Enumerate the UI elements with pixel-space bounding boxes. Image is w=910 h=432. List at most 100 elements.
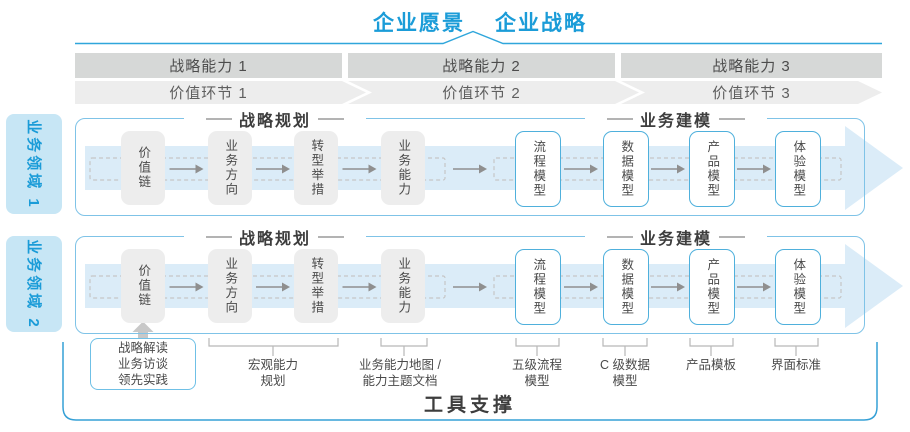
process-box: 转型举措 [294, 131, 338, 205]
page-title: 企业愿景 企业战略 [250, 7, 710, 37]
process-box-label: 体验模型 [791, 258, 806, 316]
bracket-connector [515, 338, 560, 356]
flow-arrow-head [763, 164, 771, 174]
domain-label-text: 业务领域 1 [24, 118, 42, 210]
process-box: 产品模型 [689, 131, 735, 207]
process-box-label: 业务能力 [396, 257, 411, 315]
flow-arrow-head [479, 164, 487, 174]
up-arrow-icon [132, 321, 154, 341]
tool-support-container [62, 342, 878, 421]
flow-arrow-head [368, 164, 377, 174]
bracket-connector [689, 338, 734, 356]
deliverable-label: 宏观能力 规划 [247, 358, 298, 389]
process-box-label: 数据模型 [619, 258, 634, 316]
process-box-label: 流程模型 [531, 140, 546, 198]
deliverable-label: 五级流程 模型 [511, 358, 562, 389]
dashed-zone-modeling [493, 275, 842, 299]
process-box: 产品模型 [689, 249, 735, 325]
process-box-label: 价值链 [136, 146, 151, 190]
tool-support-label: 工具支撑 [423, 395, 516, 416]
process-box: 业务方向 [208, 131, 252, 205]
header-dash [606, 236, 633, 238]
process-box-label: 产品模型 [705, 258, 720, 316]
modeling-section-header: 业务建模 [585, 108, 767, 130]
modeling-section-header: 业务建模 [585, 226, 767, 248]
header-dash [318, 236, 344, 238]
flow-arrow-head [282, 164, 290, 174]
process-box: 数据模型 [603, 131, 649, 207]
process-box: 体验模型 [775, 131, 821, 207]
domain-label-1: 业务领域 1 [6, 114, 62, 214]
header-dash [318, 118, 344, 120]
process-box-label: 业务方向 [223, 139, 238, 197]
process-box-label: 业务能力 [396, 139, 411, 197]
process-box-label: 数据模型 [619, 140, 634, 198]
process-box: 体验模型 [775, 249, 821, 325]
process-box: 业务方向 [208, 249, 252, 323]
planning-section-header: 战略规划 [184, 226, 366, 248]
vision-strategy-line [75, 30, 882, 45]
deliverable-label: 界面标准 [770, 358, 821, 372]
capability-bar: 战略能力 2 [348, 53, 615, 78]
value-link-label: 价值环节 1 [169, 85, 248, 102]
domain-label-2: 业务领域 2 [6, 236, 62, 332]
flow-arrow-head [590, 164, 598, 174]
header-text: 战略规划 [238, 231, 311, 248]
process-box: 流程模型 [515, 249, 561, 325]
flow-arrow-head [479, 282, 487, 292]
header-text: 业务建模 [639, 231, 712, 248]
value-link-label: 价值环节 2 [442, 85, 521, 102]
strategy-input-callout: 战略解读 业务访谈 领先实践 [90, 338, 196, 390]
dashed-zone-modeling [493, 157, 842, 181]
value-link-label: 价值环节 3 [712, 85, 791, 102]
process-box: 业务能力 [381, 131, 425, 205]
domain-label-text: 业务领域 2 [24, 238, 42, 330]
header-dash [205, 118, 232, 120]
callout-line: 战略解读 [117, 341, 168, 355]
process-box-label: 价值链 [136, 264, 151, 308]
process-box: 转型举措 [294, 249, 338, 323]
callout-line: 业务访谈 [117, 357, 168, 371]
flow-arrow-head [368, 282, 377, 292]
header-dash [606, 118, 633, 120]
process-box: 流程模型 [515, 131, 561, 207]
flow-arrow-head [763, 282, 771, 292]
header-dash [719, 236, 745, 238]
capability-bar: 战略能力 3 [621, 53, 882, 78]
dashed-zone-planning [89, 157, 446, 181]
flow-arrow-head [590, 282, 598, 292]
flow-arrow-head [282, 282, 290, 292]
process-box-label: 体验模型 [791, 140, 806, 198]
flow-arrow-head [195, 282, 204, 292]
header-dash [719, 118, 745, 120]
planning-section-header: 战略规划 [184, 108, 366, 130]
dashed-zone-planning [89, 275, 446, 299]
deliverable-label: C 级数据 模型 [599, 358, 650, 389]
value-link-chevron [75, 81, 366, 104]
process-box-label: 转型举措 [309, 257, 324, 315]
business-domain-row: 战略规划 业务建模 [75, 226, 865, 334]
process-box-label: 转型举措 [309, 139, 324, 197]
bracket-connector [602, 338, 648, 356]
process-box: 价值链 [121, 249, 165, 323]
process-box: 数据模型 [603, 249, 649, 325]
process-box: 价值链 [121, 131, 165, 205]
callout-line: 领先实践 [117, 373, 168, 387]
process-box-label: 流程模型 [531, 258, 546, 316]
header-text: 战略规划 [238, 113, 311, 130]
header-text: 业务建模 [639, 113, 712, 130]
deliverable-label: 产品模板 [685, 358, 736, 372]
bracket-connector [380, 338, 428, 356]
process-box: 业务能力 [381, 249, 425, 323]
bracket-connector [208, 338, 339, 356]
value-link-chevron [348, 81, 639, 104]
vision-title: 企业愿景 [373, 12, 465, 35]
flow-arrow-head [195, 164, 204, 174]
capability-bar: 战略能力 1 [75, 53, 342, 78]
business-domain-row: 战略规划 业务建模 [75, 108, 865, 216]
flow-arrow-head [677, 282, 685, 292]
process-box-label: 产品模型 [705, 140, 720, 198]
deliverable-label: 业务能力地图 / 能力主题文档 [359, 358, 441, 389]
value-link-chevron [621, 81, 882, 104]
